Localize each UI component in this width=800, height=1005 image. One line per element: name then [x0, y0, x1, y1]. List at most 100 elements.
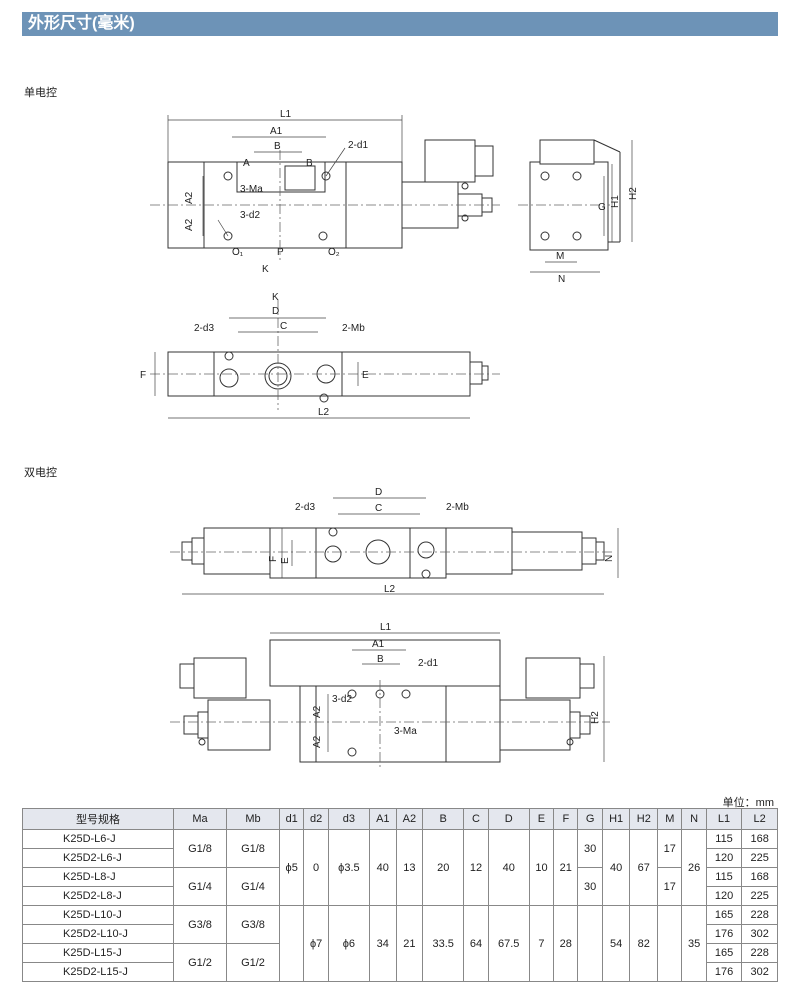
header-e: E [528, 808, 555, 830]
dim-E: E [362, 370, 369, 381]
table-header-row: 型号规格 Ma Mb d1 d2 d3 A1 A2 B C D E F G H1… [22, 808, 778, 830]
b-cell: 33.5 [422, 905, 465, 982]
l1-cell: 176 [705, 924, 743, 944]
a1-cell: 40 [369, 829, 397, 906]
header-d3: d3 [327, 808, 371, 830]
table-row: K25D-L15-J G1/2 G1/2 165 228 [22, 943, 778, 982]
header-f: F [553, 808, 579, 830]
dim-E-double: E [280, 557, 291, 564]
dim-Ma-double: 3-Ma [394, 726, 417, 737]
port-A: A [243, 158, 250, 169]
double-top-view: D 2-d3 C 2-Mb F E N L2 [170, 487, 619, 595]
dim-Ma: 3-Ma [240, 184, 263, 195]
model-cell: K25D-L15-J [22, 943, 174, 963]
header-d: D [487, 808, 530, 830]
dim-L1-double: L1 [380, 622, 392, 633]
dim-L2: L2 [318, 407, 330, 418]
header-a2: A2 [395, 808, 424, 830]
ma-cell: G1/4 [173, 867, 227, 906]
dimension-drawings: L1 A1 B A B 2-d1 3-Ma 3-d2 A2 A2 O₁ P O₂… [140, 109, 639, 770]
table-row: K25D-L10-J G3/8 G3/8 ϕ7 ϕ6 34 21 33.5 64… [22, 905, 778, 982]
ma-cell: G1/2 [173, 943, 227, 982]
dim-A1-double: A1 [372, 639, 385, 650]
model-cell: K25D-L8-J [22, 867, 174, 887]
l2-cell: 225 [741, 886, 778, 906]
n-cell: 35 [681, 905, 707, 982]
unit-label: 单位：mm [722, 797, 774, 809]
section-title: 外形尺寸(毫米) [28, 15, 135, 32]
a2-cell: 13 [395, 829, 424, 906]
mb-cell: G1/8 [226, 829, 280, 868]
header-h2: H2 [629, 808, 659, 830]
d-cell: 40 [487, 829, 530, 906]
l2-cell: 302 [741, 962, 778, 982]
single-front-view: L1 A1 B A B 2-d1 3-Ma 3-d2 A2 A2 O₁ P O₂… [150, 109, 500, 275]
h2-cell: 67 [629, 829, 659, 906]
d2-cell: ϕ7 [303, 905, 329, 982]
header-ma: Ma [173, 808, 227, 830]
dim-d3: 2-d3 [194, 323, 214, 334]
header-d2: d2 [303, 808, 329, 830]
port-O2: O₂ [328, 247, 340, 258]
header-d1: d1 [278, 808, 305, 830]
double-front-view: L1 A1 B 2-d1 3-d2 3-Ma A2 A2 H2 [170, 622, 610, 770]
e-cell: 10 [528, 829, 555, 906]
dim-D-double: D [375, 487, 382, 498]
dim-H2: H2 [628, 187, 639, 200]
dim-d3-double: 2-d3 [295, 502, 315, 513]
a2-cell: 21 [395, 905, 424, 982]
arrow-K-top: K [272, 292, 279, 303]
m-cell: 17 [657, 867, 683, 906]
single-top-view: K D C 2-d3 2-Mb F E L2 [140, 292, 500, 419]
mb-cell: G3/8 [226, 905, 280, 944]
port-P: P [277, 247, 284, 258]
f-cell: 21 [553, 829, 579, 906]
dim-Mb-double: 2-Mb [446, 502, 469, 513]
h2-cell: 82 [629, 905, 659, 982]
table-row: K25D-L8-J G1/4 G1/4 30 17 115 168 [22, 867, 778, 906]
model-cell: K25D-L6-J [22, 829, 174, 849]
l2-cell: 228 [741, 943, 778, 963]
dim-A2-upper-double: A2 [312, 705, 323, 718]
l1-cell: 120 [705, 848, 743, 868]
port-B: B [306, 158, 313, 169]
h1-cell: 40 [601, 829, 631, 906]
dim-H1: H1 [610, 195, 621, 208]
g-cell: 30 [577, 867, 603, 906]
spec-table: 型号规格 Ma Mb d1 d2 d3 A1 A2 B C D E F G H1… [22, 808, 778, 982]
single-side-view: G H1 H2 M N [518, 139, 639, 285]
ma-cell: G3/8 [173, 905, 227, 944]
header-a1: A1 [369, 808, 397, 830]
g-cell [577, 905, 603, 982]
dim-d1-double: 2-d1 [418, 658, 438, 669]
c-cell: 64 [463, 905, 489, 982]
model-cell: K25D2-L6-J [22, 848, 174, 868]
dim-d2-double: 3-d2 [332, 694, 352, 705]
mb-cell: G1/2 [226, 943, 280, 982]
model-cell: K25D2-L15-J [22, 962, 174, 982]
d-cell: 67.5 [487, 905, 530, 982]
l2-cell: 228 [741, 905, 778, 925]
l2-cell: 225 [741, 848, 778, 868]
l1-cell: 115 [705, 829, 743, 849]
dim-G: G [598, 202, 606, 213]
header-model: 型号规格 [22, 808, 174, 830]
dim-d2: 3-d2 [240, 210, 260, 221]
l2-cell: 168 [741, 867, 778, 887]
m-cell: 17 [657, 829, 683, 868]
a1-cell: 34 [369, 905, 397, 982]
arrow-K: K [262, 264, 269, 275]
l1-cell: 115 [705, 867, 743, 887]
c-cell: 12 [463, 829, 489, 906]
double-solenoid-label: 双电控 [24, 467, 57, 479]
header-n: N [681, 808, 707, 830]
header-l2: L2 [741, 808, 778, 830]
dim-H2-double: H2 [590, 711, 601, 724]
dim-N: N [558, 274, 565, 285]
port-O1: O₁ [232, 247, 244, 258]
l1-cell: 165 [705, 905, 743, 925]
model-cell: K25D2-L10-J [22, 924, 174, 944]
d1-cell [278, 905, 305, 982]
g-cell: 30 [577, 829, 603, 868]
l1-cell: 165 [705, 943, 743, 963]
